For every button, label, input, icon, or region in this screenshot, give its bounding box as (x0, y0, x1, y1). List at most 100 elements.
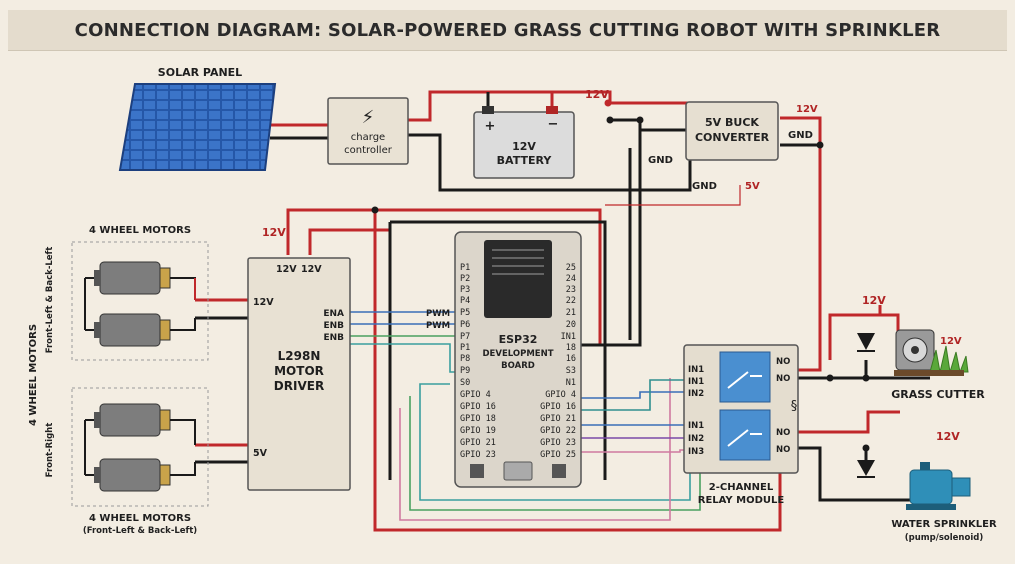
water-sprinkler: 12V WATER SPRINKLER (pump/solenoid) (857, 430, 997, 543)
motor-icon (94, 261, 171, 295)
charge-controller-line1: charge (351, 132, 385, 143)
sprinkler-supply-label: 12V (936, 430, 960, 443)
coil-icon: § (791, 399, 798, 414)
esp32-left-pin: GPIO 4 (460, 390, 491, 400)
esp32-left-pin: S0 (460, 378, 470, 388)
esp32-left-pin: GPIO 23 (460, 450, 496, 460)
esp32-left-pin: P9 (460, 366, 470, 376)
motor-icon (94, 458, 171, 492)
esp32-left-pin: P7 (460, 332, 470, 342)
buck-out-5v: 5V (745, 181, 760, 192)
driver-line1: L298N (278, 349, 321, 363)
esp32-right-pin: 20 (566, 320, 576, 330)
relay-module: IN1 IN1 IN2 IN1 IN2 IN3 NO NO NO NO § 2-… (683, 344, 799, 506)
relay-switch-icon (727, 371, 762, 447)
motor-icon (94, 403, 171, 437)
esp32-line3: BOARD (501, 361, 535, 371)
esp32-left-pin: P2 (460, 274, 470, 284)
buck-line2: CONVERTER (695, 131, 770, 144)
grass-cutter-label: GRASS CUTTER (891, 388, 985, 401)
esp32-right-pin: IN1 (561, 332, 576, 342)
relay-input: IN1 (688, 377, 704, 387)
diode-icon (857, 460, 875, 476)
solar-panel: SOLAR PANEL (118, 66, 277, 171)
driver-pin-12v-a: 12V (276, 264, 297, 275)
usb-port-icon (503, 461, 533, 481)
pwm-label-2: PWM (426, 321, 450, 331)
esp32-right-pin: 16 (566, 354, 576, 364)
esp32-right-pin: 25 (566, 263, 576, 273)
battery-plus: + (485, 119, 496, 134)
esp32-line2: DEVELOPMENT (483, 349, 554, 359)
buck-gnd-bottom: GND (692, 181, 717, 192)
relay-line1: 2-CHANNEL (709, 482, 774, 493)
motor-icon (895, 329, 935, 371)
title-bar: CONNECTION DIAGRAM: SOLAR-POWERED GRASS … (8, 10, 1007, 51)
buck-converter: 5V BUCK CONVERTER 12V GND GND GND 5V (648, 101, 818, 192)
esp32-right-pin: GPIO 25 (540, 450, 576, 460)
esp32-left-pins: P1 P2 P3 P4 P5 P6 P7 P1 P8 P9 S0 GPIO 4 … (460, 263, 496, 460)
esp32-right-pin: GPIO 16 (540, 402, 576, 412)
wheel-motors-top: 4 WHEEL MOTORS Front-Left & Back-Left (45, 225, 209, 361)
motor-icon (94, 313, 171, 347)
relay-input: IN1 (688, 421, 704, 431)
relay-input: IN2 (688, 434, 704, 444)
relay-output: NO (776, 428, 790, 438)
relay-line2: RELAY MODULE (698, 495, 785, 506)
grass-cutter: 12V GRASS CUTTER 12V (857, 294, 985, 401)
buck-line1: 5V BUCK (705, 116, 759, 129)
relay-output: NO (776, 374, 790, 384)
driver-line2: MOTOR (274, 364, 324, 378)
esp32-left-pin: GPIO 21 (460, 438, 496, 448)
lightning-icon: ⚡ (362, 107, 375, 128)
grass-cutter-supply-label-right: 12V (940, 336, 962, 347)
esp32-right-pin: GPIO 21 (540, 414, 576, 424)
esp32-board: ESP32 DEVELOPMENT BOARD P1 P2 P3 P4 P5 P… (454, 231, 582, 488)
battery: + − 12V BATTERY (473, 106, 575, 179)
esp32-right-pin: GPIO 23 (540, 438, 576, 448)
motors-top-side-label: Front-Left & Back-Left (45, 247, 55, 354)
boot-button-icon (552, 464, 566, 478)
reset-button-icon (470, 464, 484, 478)
esp32-right-pin: 21 (566, 308, 576, 318)
motors-vertical-label: 4 WHEEL MOTORS (28, 324, 39, 426)
driver-pin-12v-b: 12V (301, 264, 322, 275)
solar-panel-label: SOLAR PANEL (158, 66, 242, 79)
esp32-line1: ESP32 (499, 333, 538, 346)
relay-output: NO (776, 357, 790, 367)
esp32-left-pin: P8 (460, 354, 470, 364)
grass-icon (929, 345, 969, 374)
grass-cutter-supply-label: 12V (862, 294, 886, 307)
esp32-right-pin: 18 (566, 343, 576, 353)
battery-minus: − (548, 117, 559, 132)
buck-gnd-right: GND (788, 130, 813, 141)
rail-12v-top-label: 12V (585, 88, 609, 101)
esp32-left-pin: GPIO 18 (460, 414, 496, 424)
driver-pin-enb-b: ENB (323, 333, 344, 343)
esp32-right-pin: N1 (566, 378, 576, 388)
junction-dots (371, 99, 870, 452)
battery-line2: BATTERY (497, 154, 553, 167)
sprinkler-label-line2: (pump/solenoid) (905, 533, 984, 543)
esp32-right-pin: GPIO 22 (540, 426, 576, 436)
sprinkler-label-line1: WATER SPRINKLER (891, 519, 997, 530)
diagram-title: CONNECTION DIAGRAM: SOLAR-POWERED GRASS … (74, 19, 941, 41)
esp32-right-pin: GPIO 4 (545, 390, 576, 400)
driver-supply-label: 12V (262, 226, 286, 239)
motors-bottom-side-label: Front-Right (45, 423, 55, 478)
esp32-left-pin: P5 (460, 308, 470, 318)
esp32-right-pin: 22 (566, 296, 576, 306)
esp32-left-pin: P3 (460, 285, 470, 295)
buck-out-12v: 12V (796, 104, 818, 115)
esp32-right-pin: 23 (566, 285, 576, 295)
esp32-left-pin: GPIO 19 (460, 426, 496, 436)
diode-icon (857, 333, 875, 350)
esp32-left-pin: P4 (460, 296, 470, 306)
pump-icon (906, 462, 971, 510)
esp32-right-pins: 25 24 23 22 21 20 IN1 18 16 S3 N1 GPIO 4… (540, 263, 576, 460)
driver-pin-12v-in: 12V (253, 297, 274, 308)
charge-controller: ⚡ charge controller (327, 97, 409, 165)
motors-bottom-label-line1: 4 WHEEL MOTORS (89, 513, 191, 524)
